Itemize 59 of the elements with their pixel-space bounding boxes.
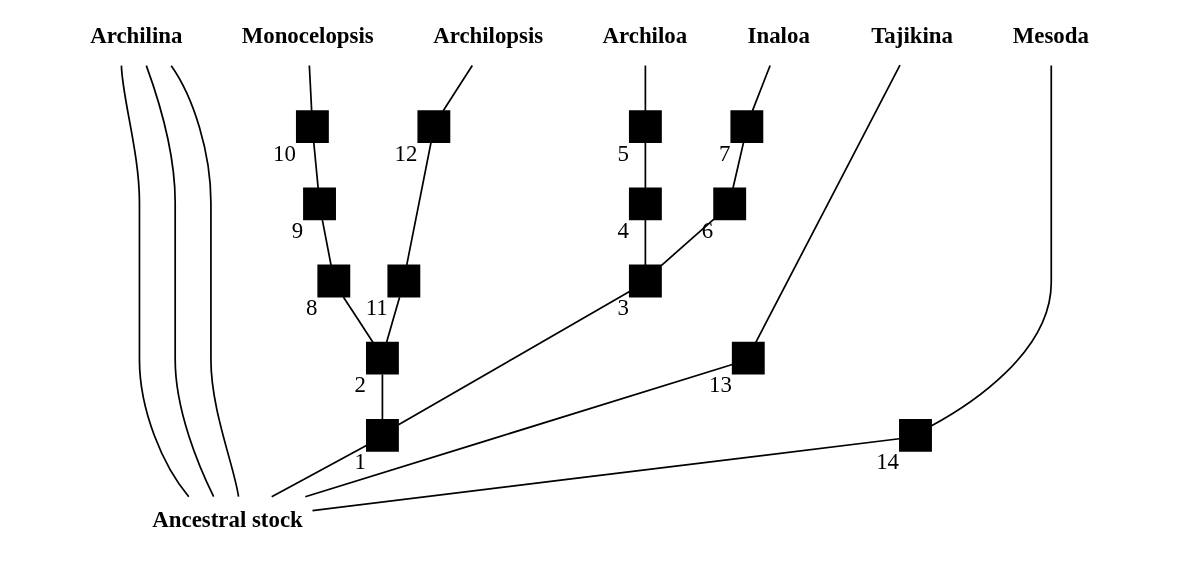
- connector: [385, 296, 401, 344]
- connector: [644, 142, 647, 189]
- node-text: Tajikina: [871, 23, 953, 49]
- connector: [397, 290, 631, 426]
- connector: [321, 219, 332, 267]
- node-box: [303, 187, 336, 221]
- connector: [644, 219, 647, 267]
- connector: [270, 444, 368, 498]
- node-text: Inaloa: [747, 23, 810, 49]
- node-box: [899, 418, 932, 452]
- node-label: 1: [354, 449, 366, 475]
- node-label: 4: [617, 217, 629, 243]
- node-box: [365, 418, 399, 452]
- connector: [442, 64, 474, 112]
- node-label: 2: [354, 372, 366, 398]
- connector: [751, 64, 771, 112]
- connector: [170, 64, 240, 498]
- connector: [644, 64, 647, 112]
- node-text: Archilina: [90, 23, 183, 49]
- connector: [304, 363, 734, 498]
- node-label: 11: [365, 295, 388, 321]
- node-label: 13: [708, 372, 732, 398]
- node-box: [628, 264, 662, 298]
- node-label: 12: [394, 140, 418, 166]
- node-label: 9: [291, 217, 304, 243]
- node-box: [628, 110, 662, 144]
- node-text: Monocelopsis: [241, 23, 374, 49]
- connector: [312, 142, 319, 189]
- connector: [381, 373, 384, 421]
- node-label: 5: [617, 140, 629, 166]
- node-label: 8: [305, 295, 318, 321]
- node-text: Mesoda: [1012, 23, 1089, 49]
- connector: [120, 64, 190, 498]
- node-box: [628, 187, 662, 221]
- node-box: [387, 264, 421, 298]
- node-text: Archiloa: [602, 23, 688, 49]
- node-label: 10: [273, 140, 296, 166]
- node-label: 6: [701, 217, 714, 243]
- node-box: [365, 341, 399, 375]
- connector: [732, 142, 745, 189]
- node-label: 14: [876, 449, 900, 475]
- node-label: 7: [718, 140, 731, 166]
- node-text: Ancestral stock: [152, 506, 303, 532]
- connector: [311, 437, 901, 512]
- node-text: Archilopsis: [433, 23, 544, 49]
- node-box: [713, 187, 747, 221]
- node-box: [731, 341, 765, 375]
- node-box: [730, 110, 764, 144]
- connector: [342, 296, 374, 344]
- node-box: [317, 264, 351, 298]
- node-label: 3: [617, 295, 629, 321]
- connector: [660, 218, 715, 267]
- connector: [308, 64, 313, 112]
- connector: [145, 64, 215, 498]
- connector: [754, 64, 901, 344]
- connector: [930, 64, 1053, 427]
- connector: [405, 141, 432, 266]
- node-box: [417, 110, 451, 144]
- node-box: [295, 110, 329, 144]
